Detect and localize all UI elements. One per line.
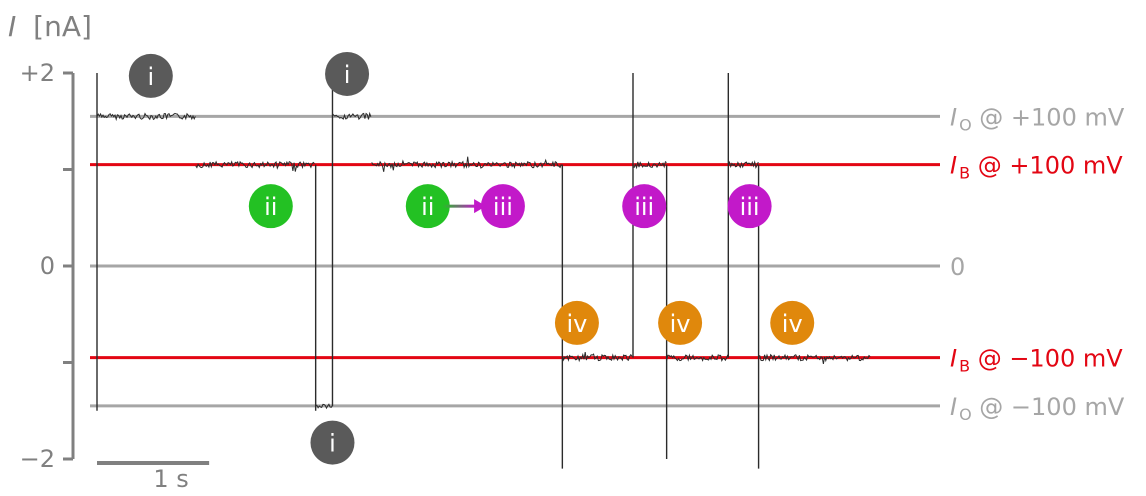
current-trace (96, 111, 871, 410)
state-badge-label: iii (493, 193, 513, 221)
state-badge-circle (622, 184, 667, 229)
state-badge: iii (480, 184, 525, 229)
y-tick-label: −2 (20, 445, 55, 473)
transition-arrow-shaft (442, 204, 477, 208)
reference-symbol: I (950, 393, 957, 421)
trace-segment (561, 352, 633, 363)
y-tick-label: 0 (40, 252, 55, 280)
reference-symbol: I (950, 345, 957, 373)
state-badge-circle (128, 53, 173, 98)
trace-segment (632, 160, 667, 170)
state-badge-label: iv (670, 310, 691, 338)
state-badge-label: i (329, 430, 336, 458)
trace-segment (332, 111, 372, 121)
trace-segment (195, 160, 315, 172)
state-badge: iv (770, 300, 815, 345)
state-badge: i (310, 420, 355, 465)
reference-subscript: O (959, 115, 972, 134)
state-badge: i (128, 53, 173, 98)
state-badge-circle (325, 51, 370, 96)
state-badge-circle (727, 184, 772, 229)
state-badge-label: ii (264, 193, 277, 221)
state-badge-circle (310, 420, 355, 465)
y-ticks: +2 0 −2 (20, 59, 73, 473)
y-axis-label-unit: [nA] (33, 10, 92, 43)
state-badge-label: i (147, 63, 154, 91)
transition-spikes (96, 73, 760, 469)
reference-condition: @ +100 mV (970, 152, 1123, 180)
state-badge-label: iii (634, 193, 654, 221)
y-axis-label-symbol: I (8, 10, 16, 43)
reference-symbol: I (950, 152, 957, 180)
state-badge-label: iii (740, 193, 760, 221)
state-badge-label: iv (566, 310, 587, 338)
state-badge: i (325, 51, 370, 96)
reference-line-label: 0 (950, 253, 965, 281)
trace-segment (727, 160, 759, 169)
transition-arrow-head (474, 199, 487, 214)
state-badge-circle (480, 184, 525, 229)
y-axis-label: I [nA] (8, 10, 92, 43)
state-badge-circle (554, 300, 599, 345)
state-badge-circle (658, 300, 703, 345)
y-tick-label: +2 (20, 59, 55, 87)
transition-arrow (442, 199, 487, 214)
trace-segment (96, 112, 196, 122)
reference-condition: @ −100 mV (972, 393, 1125, 421)
reference-subscript: B (959, 357, 970, 376)
reference-condition: @ −100 mV (970, 345, 1123, 373)
state-badge-circle (770, 300, 815, 345)
state-badge: iv (658, 300, 703, 345)
time-scale-bar-label: 1 s (153, 465, 188, 493)
state-badge-circle (248, 184, 293, 229)
reference-subscript: B (959, 164, 970, 183)
reference-condition: 0 (950, 253, 965, 281)
reference-symbol: I (950, 103, 957, 131)
trace-segment (315, 403, 333, 410)
reference-subscript: O (959, 405, 972, 424)
state-badge: iii (727, 184, 772, 229)
state-badge-label: iv (782, 310, 803, 338)
state-badge-label: i (344, 61, 351, 89)
state-badge: ii (405, 184, 450, 229)
state-badge-circle (405, 184, 450, 229)
reference-condition: @ +100 mV (972, 103, 1125, 131)
trace-segment (371, 156, 562, 172)
trace-segment (758, 353, 871, 364)
state-badge: ii (248, 184, 293, 229)
state-badge: iii (622, 184, 667, 229)
state-badge-label: ii (421, 193, 434, 221)
trace-segment (666, 353, 729, 362)
state-badge: iv (554, 300, 599, 345)
